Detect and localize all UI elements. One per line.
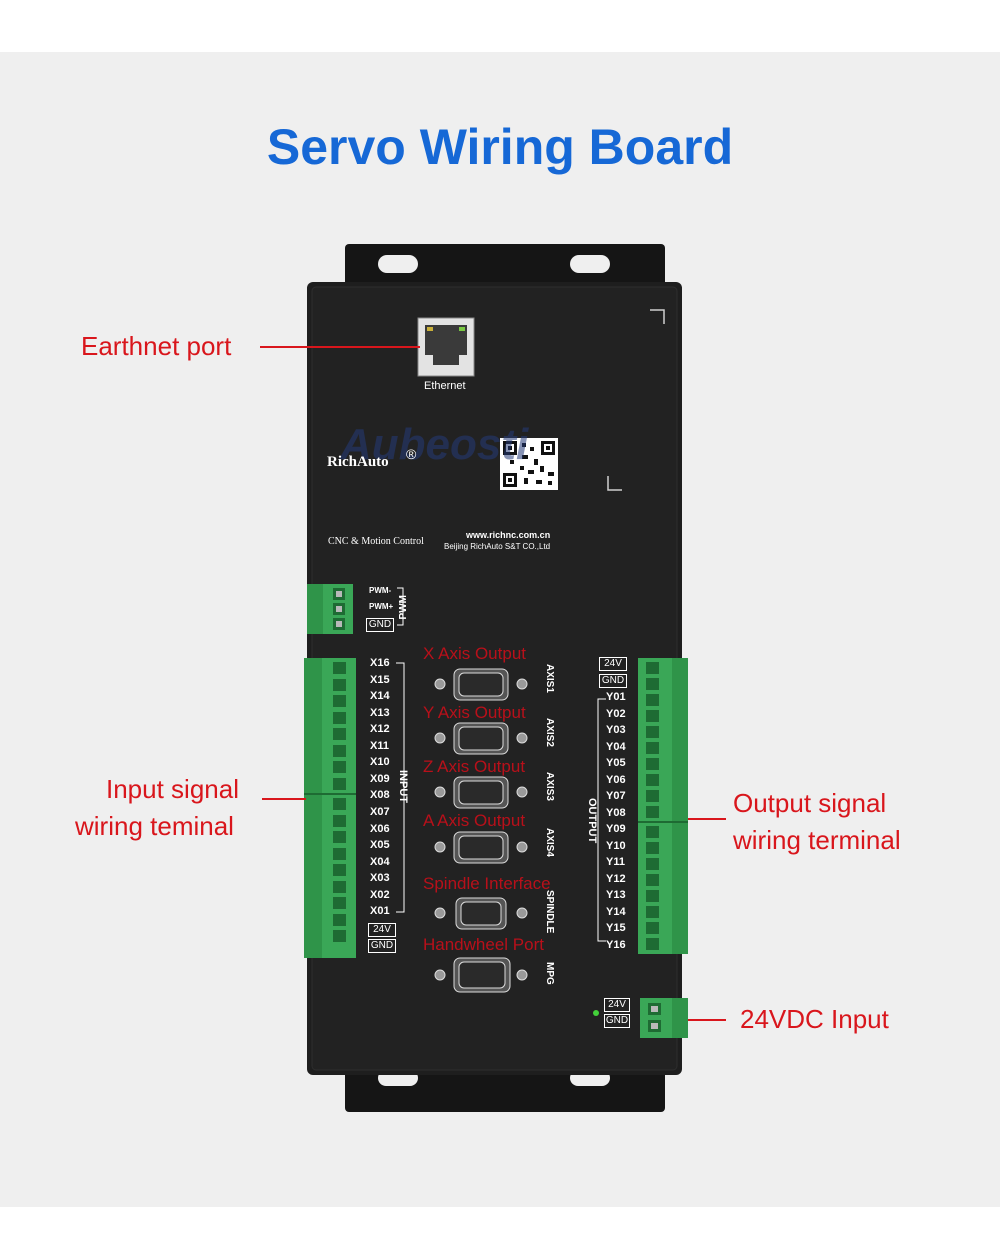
output-title: OUTPUT xyxy=(586,798,598,844)
output-gnd-label: GND xyxy=(599,674,627,688)
output-pin-label: Y13 xyxy=(606,889,626,901)
brand-logo: RichAuto xyxy=(327,454,389,470)
port-label-axis2: AXIS2 xyxy=(544,718,555,747)
port-title-mpg: Handwheel Port xyxy=(423,935,544,954)
output-pin-label: Y08 xyxy=(606,806,626,819)
input-24v-label: 24V xyxy=(368,923,396,937)
callout-input-line2: wiring teminal xyxy=(75,811,234,841)
input-gnd-label: GND xyxy=(368,939,396,953)
port-label-axis1: AXIS1 xyxy=(544,664,555,693)
output-pin-label: Y03 xyxy=(606,724,626,736)
output-pin-label: Y16 xyxy=(606,938,626,951)
output-pin-label: Y10 xyxy=(606,839,626,852)
input-pin-label: X16 xyxy=(370,657,390,669)
output-pin-label: Y15 xyxy=(606,922,626,934)
port-title-axis2: Y Axis Output xyxy=(423,703,526,722)
callout-power-pointer xyxy=(688,1019,726,1021)
pwm-minus-label: PWM- xyxy=(369,586,392,595)
input-pin-label: X14 xyxy=(370,690,390,703)
input-pin-label: X15 xyxy=(370,673,390,686)
callout-output-line2: wiring terminal xyxy=(733,825,901,855)
output-pin-label: Y04 xyxy=(606,740,626,753)
input-pin-label: X11 xyxy=(370,739,389,752)
pwm-gnd-label: GND xyxy=(366,618,394,632)
output-pin-label: Y02 xyxy=(606,707,626,720)
callout-input-pointer xyxy=(262,798,306,800)
port-label-mpg: MPG xyxy=(544,962,555,985)
output-pin-label: Y14 xyxy=(606,905,626,918)
ethernet-label: Ethernet xyxy=(424,380,466,392)
port-title-axis1: X Axis Output xyxy=(423,644,526,663)
input-pin-label: X03 xyxy=(370,872,390,885)
pwm-title: PWM xyxy=(398,595,409,620)
output-pin-label: Y12 xyxy=(606,872,626,885)
input-pin-label: X09 xyxy=(370,772,390,785)
callout-ethernet: Earthnet port xyxy=(81,331,232,361)
input-pin-label: X08 xyxy=(370,789,390,802)
port-label-axis4: AXIS4 xyxy=(544,828,555,857)
board-company: Beijing RichAuto S&T CO.,Ltd xyxy=(444,542,551,551)
registered-icon: ® xyxy=(406,446,417,462)
callout-input-line1: Input signal xyxy=(106,774,239,804)
input-pin-label: X06 xyxy=(370,822,390,835)
input-pin-label: X02 xyxy=(370,888,390,901)
output-24v-label: 24V xyxy=(599,657,627,671)
input-pin-label: X10 xyxy=(370,756,390,769)
dsub-connectors xyxy=(434,668,528,993)
port-title-axis3: Z Axis Output xyxy=(423,757,526,776)
dc-24v-label: 24V xyxy=(604,998,630,1012)
input-pin-label: X04 xyxy=(370,855,390,868)
input-pin-label: X07 xyxy=(370,805,390,818)
board-subtitle: CNC & Motion Control xyxy=(328,536,424,547)
power-led xyxy=(593,1010,599,1016)
input-terminal xyxy=(304,658,356,958)
watermark: Aubeosti xyxy=(340,420,529,469)
input-pin-label: X12 xyxy=(370,723,390,736)
port-title-axis4: A Axis Output xyxy=(423,811,526,830)
callout-output-line1: Output signal xyxy=(733,788,887,818)
callout-output-pointer xyxy=(688,818,726,820)
page-title: Servo Wiring Board xyxy=(266,119,734,175)
input-pin-label: X01 xyxy=(370,905,390,918)
output-pin-label: Y01 xyxy=(606,691,626,703)
dc-power-terminal xyxy=(640,998,688,1038)
mounting-slot xyxy=(570,255,610,273)
pwm-plus-label: PWM+ xyxy=(369,602,394,611)
input-pin-label: X13 xyxy=(370,706,390,719)
pwm-terminal xyxy=(307,584,353,634)
output-terminal xyxy=(638,658,688,954)
port-label-spindle: SPINDLE xyxy=(544,890,555,934)
port-label-axis3: AXIS3 xyxy=(544,772,555,801)
output-pin-label: Y09 xyxy=(606,823,626,835)
output-pin-label: Y11 xyxy=(606,856,625,868)
dc-gnd-label: GND xyxy=(604,1014,630,1028)
port-title-spindle: Spindle Interface xyxy=(423,874,551,893)
qr-code xyxy=(500,438,558,490)
mounting-slot xyxy=(378,255,418,273)
input-title: INPUT xyxy=(397,770,409,803)
output-pin-label: Y07 xyxy=(606,790,626,802)
callout-power: 24VDC Input xyxy=(740,1004,889,1034)
board-website: www.richnc.com.cn xyxy=(466,530,551,540)
output-pin-label: Y05 xyxy=(606,757,626,769)
input-pin-label: X05 xyxy=(370,839,390,852)
callout-ethernet-line xyxy=(260,346,420,348)
output-pin-label: Y06 xyxy=(606,773,626,786)
